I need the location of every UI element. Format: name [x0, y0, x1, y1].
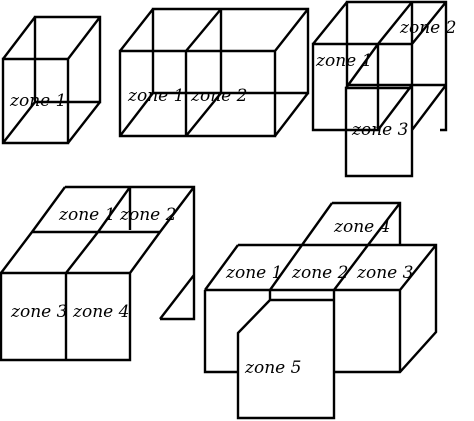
zone-label: zone 3 [10, 302, 67, 322]
zone-label: zone 4 [333, 217, 390, 237]
zone-label: zone 1 [127, 86, 184, 106]
group-three-zones: zone 2 zone 1 zone 3 [311, 0, 456, 178]
zone-label: zone 2 [119, 205, 176, 225]
group-four-zones: zone 1 zone 2 zone 3 zone 4 [0, 185, 196, 362]
zone-label: zone 5 [244, 358, 301, 378]
zone-label: zone 2 [190, 86, 247, 106]
group-five-zones: zone 4 zone 1 zone 2 zone 3 zone 5 [203, 201, 438, 420]
box-edges [0, 185, 196, 362]
zone-label: zone 1 [58, 205, 115, 225]
group-two-zones: zone 1 zone 2 [118, 7, 310, 138]
zone-label: zone 2 [291, 263, 348, 283]
zone-label: zone 1 [225, 263, 282, 283]
group-one-zone: zone 1 [1, 15, 102, 145]
box-edges [203, 201, 438, 420]
zone-label: zone 4 [72, 302, 129, 322]
box-edges [311, 0, 448, 178]
box-edges [1, 15, 102, 145]
box-edges [118, 7, 310, 138]
zone-label: zone 1 [315, 51, 372, 71]
zone-label: zone 1 [9, 91, 66, 111]
zone-label: zone 3 [351, 120, 408, 140]
zone-label: zone 2 [399, 18, 456, 38]
zone-label: zone 3 [356, 263, 413, 283]
